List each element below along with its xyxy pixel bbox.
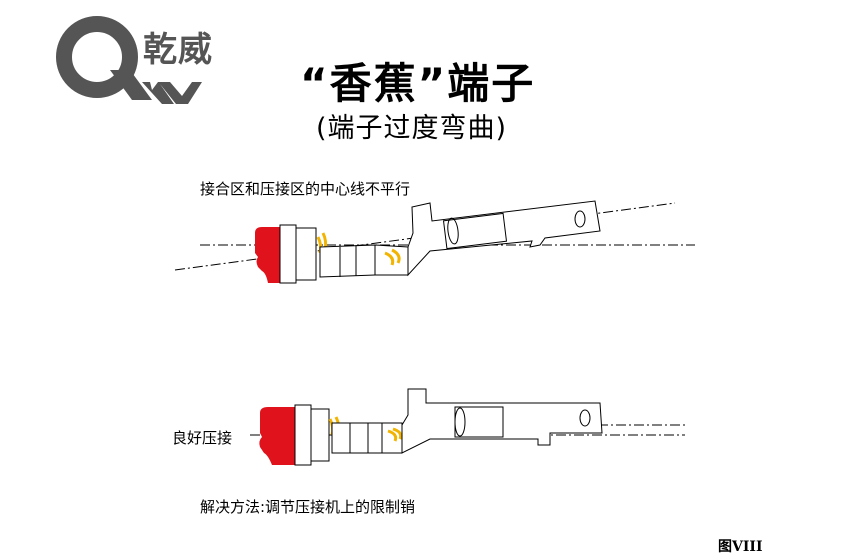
contact-box-end — [447, 217, 459, 245]
brand-logo — [56, 16, 202, 104]
crimp-tab — [391, 248, 401, 264]
contact-box — [442, 212, 508, 250]
conductor-crimp — [331, 422, 403, 454]
insulation-crimp — [279, 224, 297, 284]
contact-box — [454, 406, 504, 438]
crimp-tab — [392, 427, 403, 440]
logo-w-mark — [142, 82, 202, 104]
caption-solution: 解决方法:调节压接机上的限制销 — [200, 498, 416, 516]
caption-good-crimp: 良好压接 — [172, 429, 233, 447]
logo-text: 乾威 — [143, 30, 213, 70]
wire-insulation — [255, 227, 280, 283]
good-crimp-diagram — [250, 388, 685, 466]
logo-q-ring — [56, 16, 138, 98]
contact-hole — [574, 210, 586, 228]
contact-box-end — [454, 407, 466, 437]
insulation-crimp — [294, 404, 312, 466]
contact-hole — [579, 409, 591, 427]
crimp-tab — [387, 429, 398, 442]
wire-insulation — [259, 407, 295, 465]
figure-label: 图VIII — [718, 539, 763, 555]
logo-q-tail — [110, 70, 152, 100]
conductor-crimp — [319, 244, 409, 278]
page-subtitle: (端子过度弯曲) — [316, 113, 508, 144]
caption-misaligned: 接合区和压接区的中心线不平行 — [200, 180, 411, 198]
insulation-crimp-wing — [310, 408, 330, 462]
page-title: “香蕉”端子 — [300, 59, 536, 108]
crimp-tab — [384, 251, 395, 266]
bent-terminal-diagram — [174, 200, 695, 284]
insulation-crimp-wing — [295, 227, 317, 281]
